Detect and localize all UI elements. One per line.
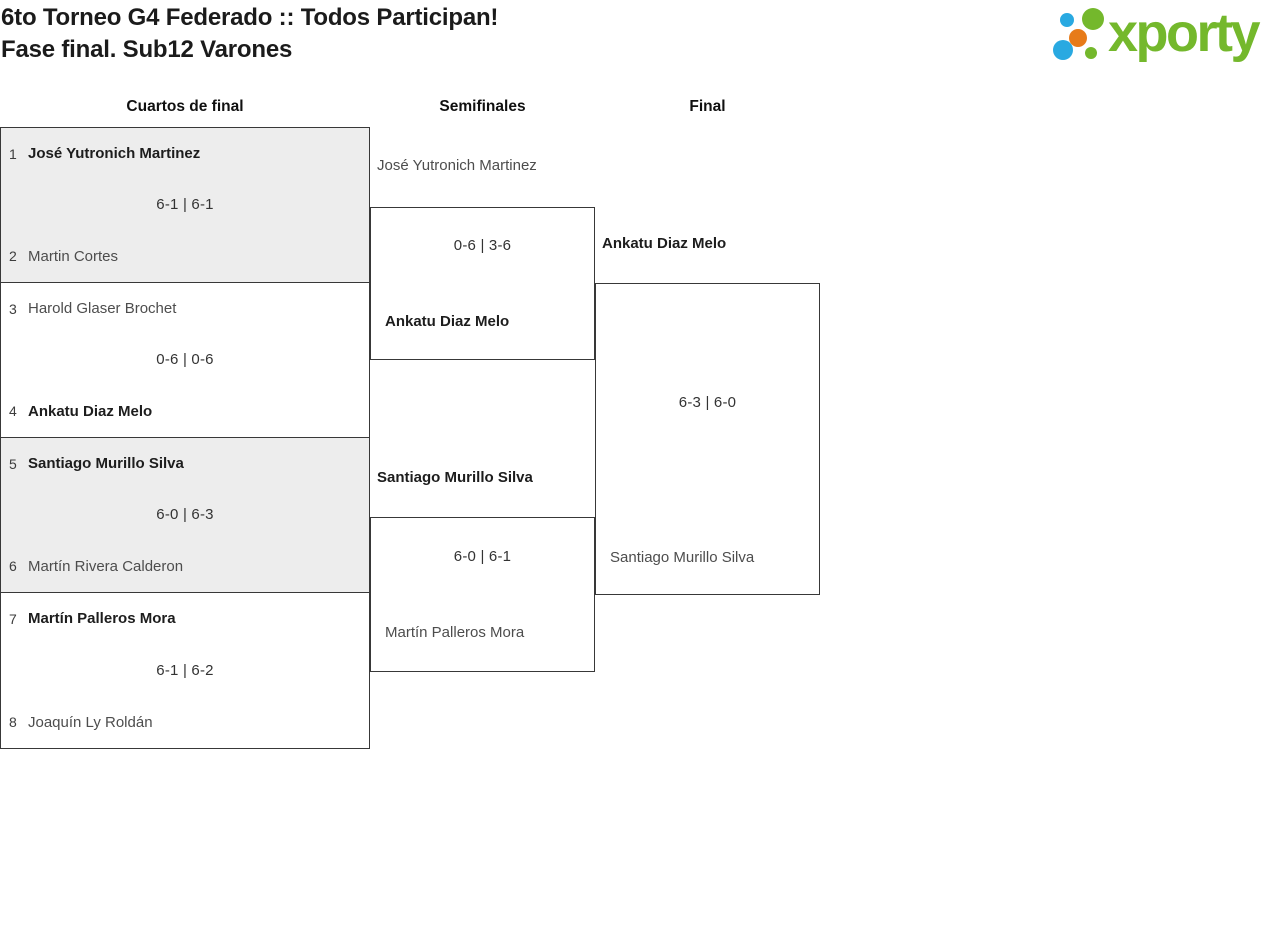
player-slot-seed4[interactable]: 4 Ankatu Diaz Melo bbox=[1, 386, 369, 437]
xporty-dots-icon bbox=[1046, 4, 1106, 66]
match-score-row: 0-6 | 3-6 bbox=[371, 208, 594, 284]
match-score: 6-3 | 6-0 bbox=[678, 393, 737, 411]
player-name[interactable]: Martín Palleros Mora bbox=[385, 624, 525, 642]
player-slot-seed2[interactable]: 2 Martin Cortes bbox=[1, 231, 369, 282]
tournament-title: 6to Torneo G4 Federado :: Todos Particip… bbox=[1, 4, 499, 31]
match-score-row: 6-3 | 6-0 bbox=[596, 284, 819, 520]
player-slot-seed5[interactable]: 5 Santiago Murillo Silva bbox=[1, 438, 369, 489]
match-score: 6-1 | 6-2 bbox=[156, 662, 214, 679]
logo-dot-blue-small bbox=[1060, 13, 1074, 27]
player-slot-seed3[interactable]: 3 Harold Glaser Brochet bbox=[1, 283, 369, 334]
quarterfinals-column: 1 José Yutronich Martinez 6-1 | 6-1 2 Ma… bbox=[0, 127, 370, 749]
player-name[interactable]: Harold Glaser Brochet bbox=[28, 300, 177, 318]
seed-number: 4 bbox=[9, 403, 17, 420]
player-name[interactable]: Ankatu Diaz Melo bbox=[28, 402, 153, 420]
match-score-row: 6-1 | 6-2 bbox=[1, 645, 369, 697]
round-header-final: Final bbox=[689, 98, 726, 115]
logo-dot-green-large bbox=[1082, 8, 1104, 30]
seed-number: 8 bbox=[9, 714, 17, 731]
semifinal-1-top-player[interactable]: José Yutronich Martinez bbox=[377, 157, 537, 174]
match-score-row: 0-6 | 0-6 bbox=[1, 334, 369, 385]
player-name[interactable]: Martin Cortes bbox=[28, 247, 119, 265]
match-final: 6-3 | 6-0 Santiago Murillo Silva bbox=[595, 283, 820, 595]
player-name[interactable]: Martín Rivera Calderon bbox=[28, 557, 184, 575]
player-name[interactable]: Martín Palleros Mora bbox=[28, 610, 176, 628]
player-name[interactable]: José Yutronich Martinez bbox=[28, 145, 201, 163]
seed-number: 3 bbox=[9, 300, 17, 317]
match-quarterfinal-1: 1 José Yutronich Martinez 6-1 | 6-1 2 Ma… bbox=[1, 128, 369, 283]
page-title: 6to Torneo G4 Federado :: Todos Particip… bbox=[1, 2, 498, 66]
player-name[interactable]: Santiago Murillo Silva bbox=[610, 548, 755, 566]
match-score: 6-0 | 6-3 bbox=[156, 506, 214, 524]
semifinal-1-bottom-player-slot[interactable]: Ankatu Diaz Melo bbox=[371, 284, 594, 360]
round-header-cuartos-de-final: Cuartos de final bbox=[126, 98, 244, 115]
match-quarterfinal-4: 7 Martín Palleros Mora 6-1 | 6-2 8 Joaqu… bbox=[1, 593, 369, 748]
xporty-logo[interactable]: xporty bbox=[1046, 3, 1274, 70]
player-name[interactable]: Ankatu Diaz Melo bbox=[385, 312, 510, 330]
tournament-phase-subtitle: Fase final. Sub12 Varones bbox=[1, 36, 293, 63]
match-semifinal-1: 0-6 | 3-6 Ankatu Diaz Melo bbox=[370, 207, 595, 360]
logo-dot-blue-large bbox=[1053, 40, 1073, 60]
xporty-logo-text: xporty bbox=[1108, 3, 1261, 63]
seed-number: 7 bbox=[9, 610, 17, 627]
match-score-row: 6-0 | 6-3 bbox=[1, 489, 369, 540]
logo-dot-orange bbox=[1069, 29, 1087, 47]
seed-number: 5 bbox=[9, 455, 17, 472]
final-top-player[interactable]: Ankatu Diaz Melo bbox=[602, 235, 727, 252]
match-semifinal-2: 6-0 | 6-1 Martín Palleros Mora bbox=[370, 517, 595, 672]
player-name[interactable]: Joaquín Ly Roldán bbox=[28, 713, 153, 731]
match-quarterfinal-3: 5 Santiago Murillo Silva 6-0 | 6-3 6 Mar… bbox=[1, 438, 369, 593]
match-score: 6-0 | 6-1 bbox=[453, 547, 512, 565]
seed-number: 6 bbox=[9, 558, 17, 575]
final-bottom-player-slot[interactable]: Santiago Murillo Silva bbox=[596, 520, 819, 594]
player-slot-seed6[interactable]: 6 Martín Rivera Calderon bbox=[1, 541, 369, 592]
logo-dot-green-small bbox=[1085, 47, 1097, 59]
match-score: 0-6 | 0-6 bbox=[156, 351, 214, 369]
match-score: 6-1 | 6-1 bbox=[156, 196, 214, 214]
match-score: 0-6 | 3-6 bbox=[453, 237, 512, 255]
player-slot-seed8[interactable]: 8 Joaquín Ly Roldán bbox=[1, 696, 369, 748]
semifinal-2-top-player[interactable]: Santiago Murillo Silva bbox=[377, 469, 533, 486]
player-slot-seed1[interactable]: 1 José Yutronich Martinez bbox=[1, 128, 369, 179]
seed-number: 2 bbox=[9, 248, 17, 265]
round-header-semifinales: Semifinales bbox=[439, 98, 526, 115]
match-score-row: 6-1 | 6-1 bbox=[1, 179, 369, 230]
match-quarterfinal-2: 3 Harold Glaser Brochet 0-6 | 0-6 4 Anka… bbox=[1, 283, 369, 438]
player-slot-seed7[interactable]: 7 Martín Palleros Mora bbox=[1, 593, 369, 645]
match-score-row: 6-0 | 6-1 bbox=[371, 518, 594, 595]
seed-number: 1 bbox=[9, 145, 17, 162]
player-name[interactable]: Santiago Murillo Silva bbox=[28, 455, 184, 473]
semifinal-2-bottom-player-slot[interactable]: Martín Palleros Mora bbox=[371, 595, 594, 672]
